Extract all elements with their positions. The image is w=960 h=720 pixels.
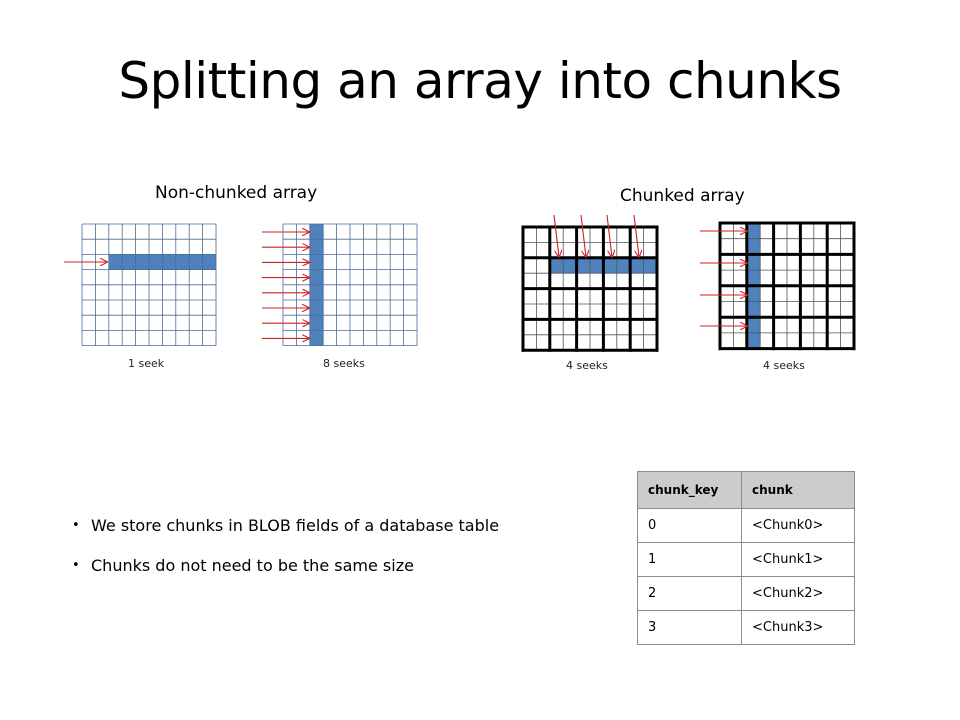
seek-arrow: [606, 214, 612, 257]
caption-chunked-column-access: 4 seeks: [763, 359, 805, 372]
seek-arrow: [633, 214, 639, 257]
table-row: 0 <Chunk0>: [637, 508, 855, 543]
non-chunked-label: Non-chunked array: [155, 183, 318, 203]
bullet-list: • We store chunks in BLOB fields of a da…: [72, 516, 499, 596]
table-row: 2 <Chunk2>: [637, 576, 855, 611]
bullet-dot-icon: •: [72, 558, 80, 573]
table-row: 3 <Chunk3>: [637, 610, 855, 645]
column-header-chunk: chunk: [741, 471, 855, 509]
slide-title: Splitting an array into chunks: [118, 52, 842, 110]
chunk-table: chunk_key chunk 0 <Chunk0> 1 <Chunk1> 2 …: [637, 471, 855, 645]
bullet-item: • Chunks do not need to be the same size: [72, 556, 499, 575]
table-row: 1 <Chunk1>: [637, 542, 855, 577]
table-cell-key: 2: [637, 576, 742, 611]
seek-arrow: [580, 214, 586, 257]
bullet-text: Chunks do not need to be the same size: [91, 556, 414, 575]
table-cell-key: 0: [637, 508, 742, 543]
table-cell-key: 1: [637, 542, 742, 577]
caption-row-access: 1 seek: [128, 357, 165, 370]
column-header-chunk-key: chunk_key: [637, 471, 742, 509]
table-cell-key: 3: [637, 610, 742, 645]
table-header-row: chunk_key chunk: [637, 471, 855, 509]
bullet-item: • We store chunks in BLOB fields of a da…: [72, 516, 499, 535]
table-cell-chunk: <Chunk1>: [741, 542, 855, 577]
chunked-label: Chunked array: [620, 186, 745, 206]
bullet-dot-icon: •: [72, 518, 80, 533]
table-cell-chunk: <Chunk3>: [741, 610, 855, 645]
caption-column-access: 8 seeks: [323, 357, 365, 370]
bullet-text: We store chunks in BLOB fields of a data…: [91, 516, 500, 535]
caption-chunked-row-access: 4 seeks: [566, 359, 608, 372]
table-cell-chunk: <Chunk0>: [741, 508, 855, 543]
seek-arrow: [553, 214, 559, 257]
table-cell-chunk: <Chunk2>: [741, 576, 855, 611]
